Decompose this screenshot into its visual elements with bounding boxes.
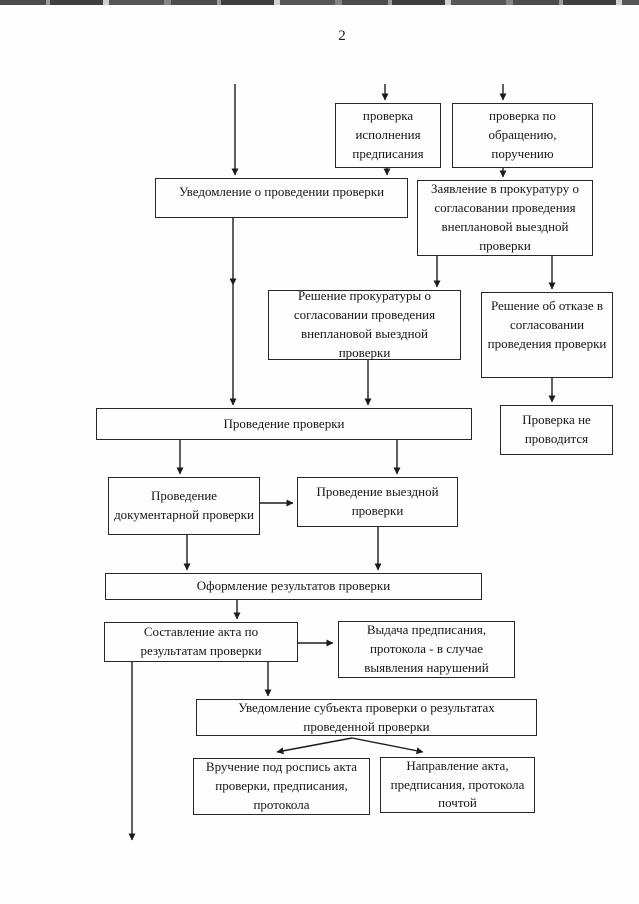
- scan-edge-artifact: [0, 0, 639, 5]
- node-notification: Уведомление о проведении проверки: [155, 178, 408, 218]
- connector: [276, 737, 353, 755]
- node-issue-prescription: Выдача предписания, протокола - в случае…: [338, 621, 515, 678]
- node-act-drafting: Составление акта по результатам проверки: [104, 622, 298, 662]
- node-decision-refuse: Решение об отказе в согласовании проведе…: [481, 292, 613, 378]
- node-documentary-inspection: Проведение документарной проверки: [108, 477, 260, 535]
- connector: [351, 737, 424, 755]
- node-conduct-inspection: Проведение проверки: [96, 408, 472, 440]
- node-application-prosecutor: Заявление в прокуратуру о согласовании п…: [417, 180, 593, 256]
- node-check-prescription: проверка исполнения предписания: [335, 103, 441, 168]
- node-check-appeal: проверка по обращению, поручению: [452, 103, 593, 168]
- node-notify-subject: Уведомление субъекта проверки о результа…: [196, 699, 537, 736]
- node-decision-approve: Решение прокуратуры о согласовании прове…: [268, 288, 461, 360]
- page-number: 2: [338, 28, 346, 44]
- node-hand-over: Вручение под роспись акта проверки, пред…: [193, 758, 370, 815]
- node-results-formalization: Оформление результатов проверки: [105, 573, 482, 600]
- node-onsite-inspection: Проведение выездной проверки: [297, 477, 458, 527]
- node-send-by-mail: Направление акта, предписания, протокола…: [380, 757, 535, 813]
- node-not-conducted: Проверка не проводится: [500, 405, 613, 455]
